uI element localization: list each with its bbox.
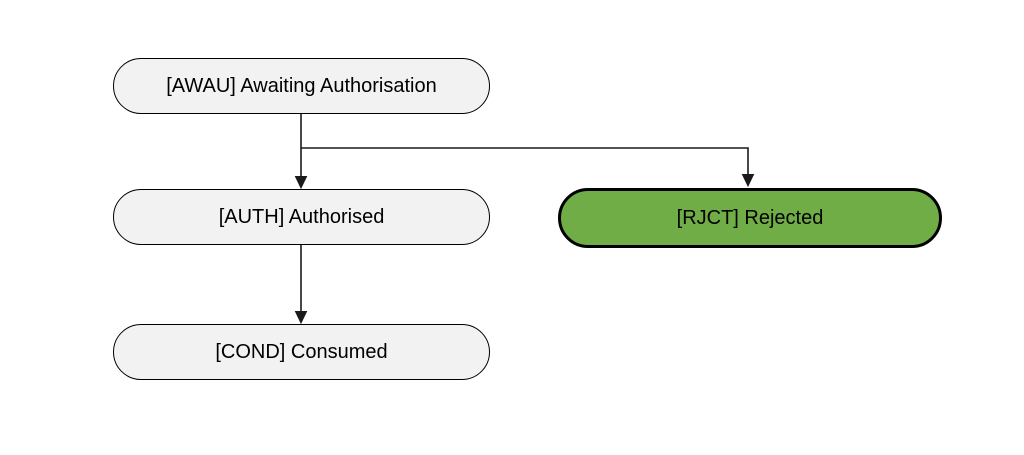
arrowhead-icon — [294, 176, 308, 190]
state-node-awau-label: [AWAU] Awaiting Authorisation — [166, 74, 437, 97]
state-node-cond: [COND] Consumed — [113, 324, 490, 380]
state-node-cond-label: [COND] Consumed — [215, 340, 388, 363]
edge-auth-to-cond — [294, 245, 308, 325]
state-node-awau: [AWAU] Awaiting Authorisation — [113, 58, 490, 114]
state-node-rjct-label: [RJCT] Rejected — [676, 206, 824, 229]
arrowhead-icon — [294, 311, 308, 325]
state-node-rjct: [RJCT] Rejected — [558, 188, 942, 248]
edge-awau-to-rjct — [301, 147, 755, 188]
edge-awau-to-auth — [294, 114, 308, 190]
arrowhead-icon — [741, 174, 755, 188]
state-node-auth: [AUTH] Authorised — [113, 189, 490, 245]
state-node-auth-label: [AUTH] Authorised — [218, 205, 385, 228]
